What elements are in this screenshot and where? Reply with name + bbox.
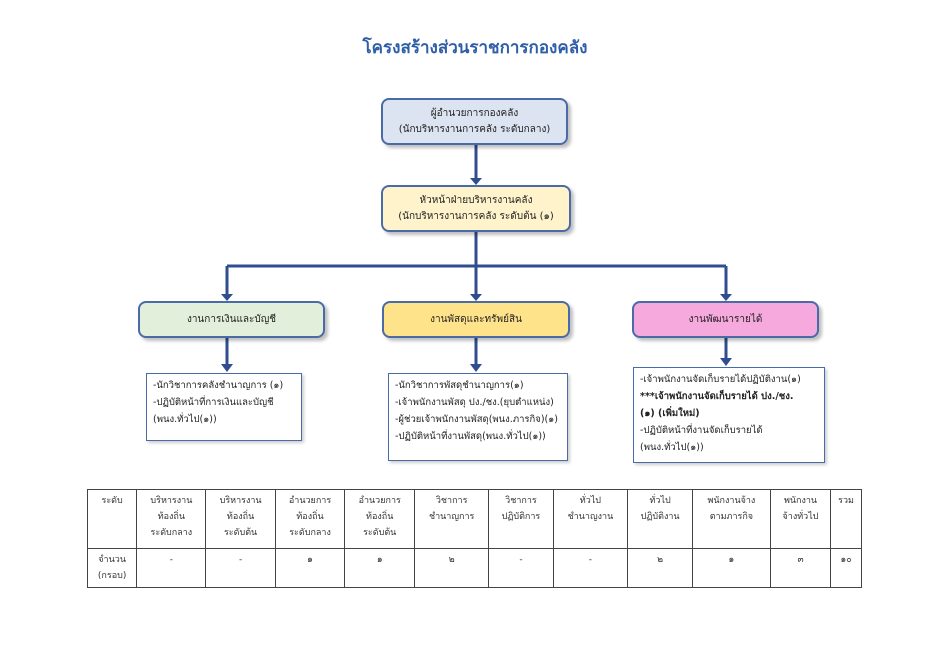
position-summary-table: ระดับบริหารงานท้องถิ่นระดับกลางบริหารงาน… [86, 489, 862, 588]
table-cell-text: - [169, 555, 173, 565]
table-cell-text: ๓ [797, 555, 804, 565]
table-cell-text: ปฏิบัติการ [501, 512, 541, 522]
table-cell-text: ๒ [657, 555, 664, 565]
section-head-subtitle: (นักบริหารงานการคลัง ระดับต้น (๑) [398, 210, 554, 222]
table-cell-text: ระดับต้น [223, 528, 258, 538]
table-cell-text: ทั่วไป [579, 496, 602, 506]
table-cell: บริหารงานท้องถิ่นระดับต้น [205, 489, 276, 549]
table-header-row: ระดับบริหารงานท้องถิ่นระดับกลางบริหารงาน… [86, 489, 862, 549]
table-cell: อำนวยการท้องถิ่นระดับต้น [344, 489, 416, 549]
table-cell-text: พนักงานจ้าง [707, 496, 756, 506]
table-cell: พนักงานจ้างตามภารกิจ [691, 489, 771, 549]
table-cell-text: ตามภารกิจ [709, 512, 754, 522]
table-cell-text: รวม [838, 496, 854, 506]
director-title: ผู้อำนวยการกองคลัง [430, 107, 519, 119]
unit-finance-label: งานการเงินและบัญชี [186, 313, 277, 325]
table-cell-text: ท้องถิ่น [157, 512, 186, 522]
table-cell: ๑ [274, 548, 346, 588]
unit-supplies-box: งานพัสดุและทรัพย์สิน [382, 301, 570, 338]
duty-item: -ปฏิบัติหน้าที่งานพัสดุ(พนง.ทั่วไป(๑)) [395, 431, 546, 442]
table-cell-text: ท้องถิ่น [296, 512, 324, 522]
table-cell-text: - [238, 555, 243, 565]
table-cell: อำนวยการท้องถิ่นระดับกลาง [274, 489, 346, 549]
table-cell-text: อำนวยการ [288, 496, 332, 506]
duty-item: -นักวิชาการพัสดุชำนาญการ(๑) [395, 380, 524, 391]
table-count-row: จำนวน (กรอบ) - - ๑ ๑ ๒ - - ๒ ๑ ๓ ๑๐ [86, 548, 862, 588]
revenue-duties-box: -เจ้าพนักงานจัดเก็บรายได้ปฏิบัติงาน(๑) *… [633, 367, 825, 463]
table-cell-text: (กรอบ) [97, 571, 127, 581]
unit-finance-box: งานการเงินและบัญชี [138, 301, 325, 338]
table-cell-text: จำนวน [98, 555, 126, 565]
table-cell-text: จ้างทั่วไป [782, 512, 819, 522]
duty-item: -ปฏิบัติหน้าที่การเงินและบัญชี [153, 397, 274, 408]
unit-revenue-label: งานพัฒนารายได้ [688, 313, 763, 325]
director-subtitle: (นักบริหารงานการคลัง ระดับกลาง) [398, 123, 551, 135]
table-cell: - [552, 548, 629, 588]
table-cell-text: ๑ [376, 555, 383, 565]
table-cell-text: ระดับ [101, 496, 123, 506]
table-cell-text: ชำนาญงาน [567, 512, 614, 522]
table-cell-text: ระดับกลาง [289, 528, 331, 538]
table-cell: - [136, 548, 207, 588]
section-head-box: หัวหน้าฝ่ายบริหารงานคลัง (นักบริหารงานกา… [381, 185, 571, 232]
duty-item: (พนง.ทั่วไป(๑)) [640, 442, 704, 453]
duty-item-new-position-count: (๑) (เพิ่มใหม่) [640, 408, 700, 419]
table-cell-text: - [588, 555, 593, 565]
table-cell: ๑๐ [830, 548, 862, 588]
table-cell: บริหารงานท้องถิ่นระดับกลาง [136, 489, 207, 549]
section-head-title: หัวหน้าฝ่ายบริหารงานคลัง [419, 194, 533, 206]
table-cell-text: วิชาการ [435, 496, 468, 506]
duty-item: -นักวิชาการคลังชำนาญการ (๑) [153, 380, 284, 391]
table-cell: พนักงานจ้างทั่วไป [769, 489, 832, 549]
table-cell-text: ระดับกลาง [150, 528, 193, 538]
table-cell: วิชาการชำนาญการ [414, 489, 490, 549]
table-cell-text: ปฏิบัติงาน [640, 512, 680, 522]
duty-item: (พนง.ทั่วไป(๑)) [153, 414, 217, 425]
table-cell-text: - [519, 555, 523, 565]
table-cell: วิชาการปฏิบัติการ [488, 489, 554, 549]
finance-duties-box: -นักวิชาการคลังชำนาญการ (๑) -ปฏิบัติหน้า… [146, 373, 302, 441]
table-cell: จำนวน (กรอบ) [86, 548, 138, 588]
duty-item: -ผู้ช่วยเจ้าพนักงานพัสดุ(พนง.ภารกิจ)(๑) [395, 414, 558, 425]
table-cell: - [488, 548, 554, 588]
table-cell-text: ๒ [448, 555, 455, 565]
duty-item: -เจ้าพนักงานจัดเก็บรายได้ปฏิบัติงาน(๑) [640, 374, 801, 385]
table-cell-text: ท้องถิ่น [226, 512, 255, 522]
chart-title: โครงสร้างส่วนราชการกองคลัง [362, 38, 588, 58]
table-cell-text: ท้องถิ่น [366, 512, 394, 522]
table-cell-text: ทั่วไป [649, 496, 671, 506]
table-cell: ทั่วไปชำนาญงาน [552, 489, 629, 549]
table-cell-text: บริหารงาน [219, 496, 262, 506]
duty-item: -ปฏิบัติหน้าที่งานจัดเก็บรายได้ [640, 425, 763, 436]
table-cell: - [205, 548, 276, 588]
table-cell: ๑ [691, 548, 771, 588]
table-cell: ระดับ [86, 489, 138, 549]
table-cell: ทั่วไปปฏิบัติงาน [627, 489, 693, 549]
table-cell-text: พนักงาน [783, 496, 818, 506]
table-cell-text: ๑๐ [840, 555, 852, 565]
table-cell-text: ชำนาญการ [428, 512, 475, 522]
supplies-duties-box: -นักวิชาการพัสดุชำนาญการ(๑) -เจ้าพนักงาน… [388, 373, 568, 461]
table-cell: ๒ [627, 548, 693, 588]
duty-item: -เจ้าพนักงานพัสดุ ปง./ชง.(ยุบตำแหน่ง) [395, 397, 554, 408]
unit-supplies-label: งานพัสดุและทรัพย์สิน [430, 313, 522, 325]
table-cell: ๑ [344, 548, 416, 588]
director-box: ผู้อำนวยการกองคลัง (นักบริหารงานการคลัง … [381, 98, 568, 145]
duty-item-new-position: ***เจ้าพนักงานจัดเก็บรายได้ ปง./ชง. [640, 391, 794, 402]
table-cell-text: ระดับต้น [363, 528, 397, 538]
table-cell: ๒ [414, 548, 490, 588]
unit-revenue-box: งานพัฒนารายได้ [632, 301, 819, 338]
table-cell-text: อำนวยการ [358, 496, 401, 506]
table-cell: ๓ [769, 548, 832, 588]
table-cell-text: วิชาการ [505, 496, 537, 506]
table-cell: รวม [830, 489, 862, 549]
table-cell-text: ๑ [728, 555, 735, 565]
table-cell-text: บริหารงาน [150, 496, 193, 506]
table-cell-text: ๑ [307, 555, 313, 565]
